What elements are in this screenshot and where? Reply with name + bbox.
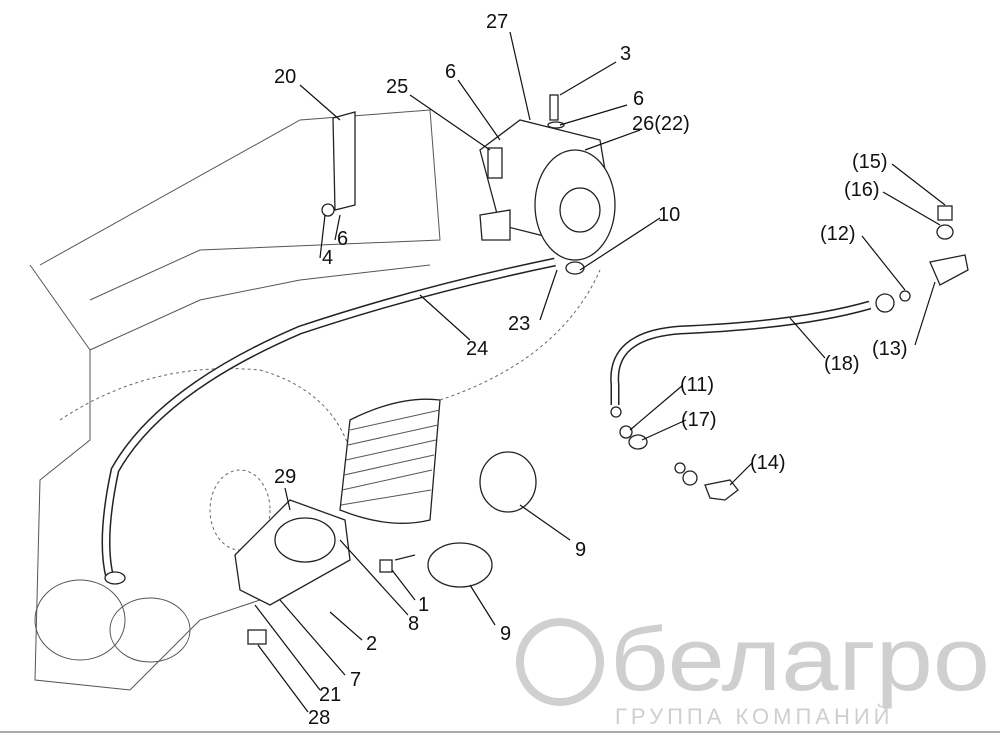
callout-23: 23 [508, 313, 530, 335]
callout-9b: 9 [500, 623, 511, 645]
callout-8: 8 [408, 613, 419, 635]
callout-21: 21 [319, 684, 341, 706]
callout-26-22: 26(22) [632, 113, 690, 135]
callout-6b: 6 [633, 88, 644, 110]
callout-12: (12) [820, 223, 856, 245]
air-filter-housing [479, 94, 616, 261]
watermark-brand: белагро [610, 610, 990, 710]
callout-18: (18) [824, 353, 860, 375]
callout-11: (11) [680, 374, 714, 396]
hose-18 [610, 205, 969, 501]
hose-clamps-9 [427, 451, 537, 588]
callout-1: 1 [418, 594, 429, 616]
callout-labels: 27 3 6 6 25 26(22) 20 6 4 10 (15) (16) (… [274, 11, 908, 729]
callout-7: 7 [350, 669, 361, 691]
callout-6c: 6 [337, 228, 348, 250]
callout-2: 2 [366, 633, 377, 655]
watermark-logo: белагро ГРУППА КОМПАНИЙ [516, 610, 990, 729]
callout-15: (15) [852, 151, 888, 173]
inlet-box-part-29 [234, 499, 416, 645]
callout-13: (13) [872, 338, 908, 360]
machine-body-outline [0, 109, 1000, 733]
callout-28: 28 [308, 707, 330, 729]
callout-16: (16) [844, 179, 880, 201]
callout-3: 3 [620, 43, 631, 65]
bracket-part-20 [321, 111, 356, 217]
callout-9a: 9 [575, 539, 586, 561]
corrugated-duct [339, 269, 601, 524]
callout-14: (14) [750, 452, 786, 474]
callout-29: 29 [274, 466, 296, 488]
callout-10: 10 [658, 204, 680, 226]
leader-lines [254, 31, 946, 713]
callout-27: 27 [486, 11, 508, 33]
watermark-tagline: ГРУППА КОМПАНИЙ [615, 704, 894, 729]
hose-24 [101, 257, 585, 585]
callout-17: (17) [681, 409, 717, 431]
watermark-circle-icon [516, 618, 604, 706]
callout-24: 24 [466, 338, 488, 360]
callout-25: 25 [386, 76, 408, 98]
callout-6a: 6 [445, 61, 456, 83]
callout-20: 20 [274, 66, 296, 88]
callout-4: 4 [322, 247, 333, 269]
